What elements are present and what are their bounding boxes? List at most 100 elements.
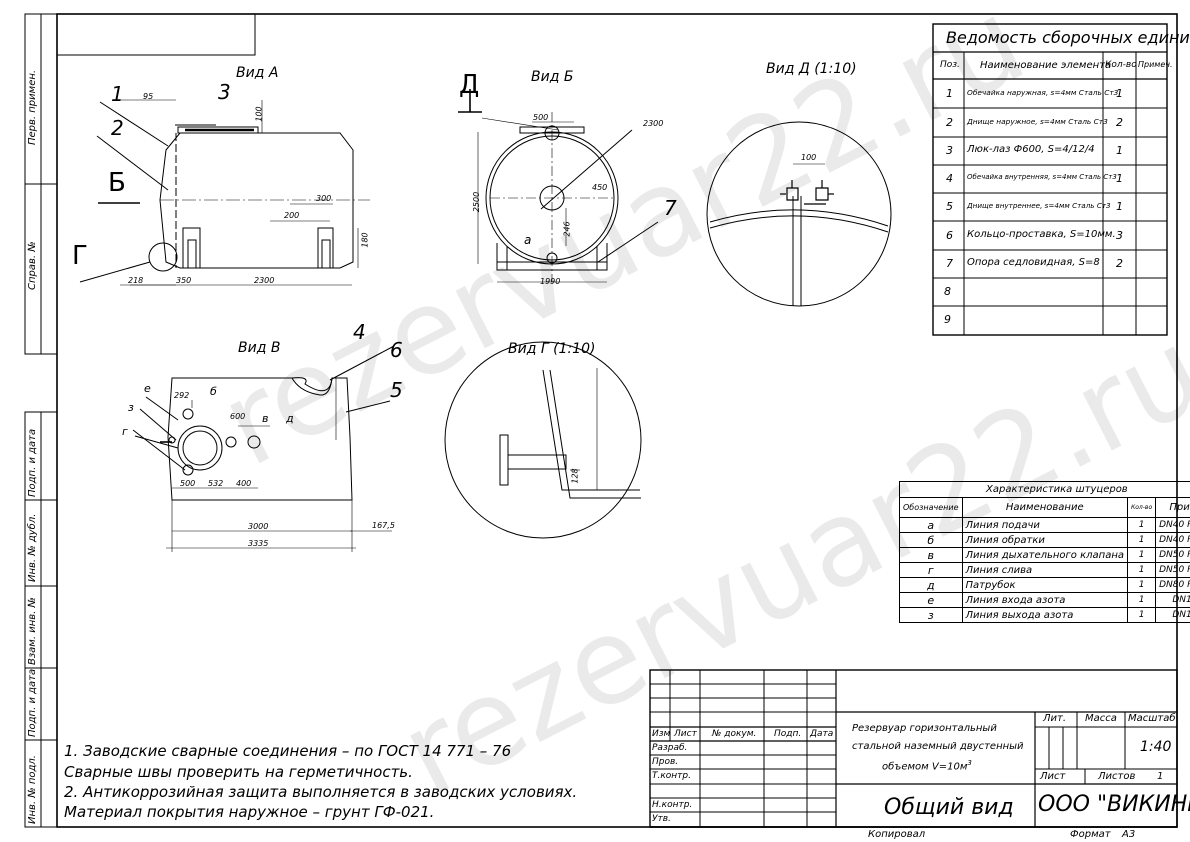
nozzle-header-code: Обозначение	[899, 497, 963, 518]
nozzle-name: Линия обратки	[961, 532, 1128, 548]
nozzle-code: в	[899, 547, 963, 563]
assembly-header-qty: Кол-во	[1105, 60, 1137, 70]
nozzle-g-label: г	[122, 425, 128, 438]
tb-description: стальной наземный двустенный	[852, 741, 1024, 752]
nozzle-qty: 1	[1126, 532, 1157, 548]
dim-500: 500	[180, 479, 196, 488]
callout-1: 1	[111, 82, 124, 106]
assembly-row-name: Обечайка внутренняя, s=4мм Сталь Ст3	[967, 173, 1117, 181]
nozzle-note: DN50 PN16	[1155, 547, 1190, 563]
dim-600: 600	[230, 412, 246, 421]
assembly-row-pos: 8	[944, 285, 951, 298]
dim-2500: 2500	[472, 191, 482, 213]
assembly-header-note: Примеч.	[1138, 60, 1173, 69]
dim-218: 218	[128, 276, 144, 285]
note-line: 1. Заводские сварные соединения – по ГОС…	[64, 742, 512, 760]
assembly-row-name: Обечайка наружная, s=4мм Сталь Ст3	[967, 88, 1119, 97]
nozzle-qty: 1	[1126, 607, 1157, 623]
nozzle-row: б Линия обратки 1 DN40 PN16	[899, 532, 1190, 548]
nozzle-name: Линия выхода азота	[961, 607, 1128, 623]
dim-500: 500	[533, 113, 549, 122]
assembly-row-pos: 3	[946, 144, 953, 157]
assembly-row-qty: 1	[1116, 172, 1123, 185]
tb-col-date: Дата	[810, 729, 834, 739]
nozzle-v-label: в	[262, 412, 269, 425]
nozzle-note: DN40 PN16	[1155, 532, 1190, 548]
nozzle-row: г Линия слива 1 DN50 PN16	[899, 562, 1190, 578]
dim-3335: 3335	[248, 539, 269, 548]
assembly-row-pos: 9	[944, 313, 951, 326]
note-line: Сварные швы проверить на герметичность.	[64, 763, 413, 781]
side-stamp-label: Подп. и дата	[27, 668, 38, 737]
nozzle-d-label: д	[286, 412, 294, 425]
nozzle-code: г	[899, 562, 963, 578]
dim-2300: 2300	[643, 119, 664, 128]
nozzle-header-name: Наименование	[961, 497, 1128, 518]
nozzle-code: д	[899, 577, 963, 593]
assembly-row-name: Днище внутреннее, s=4мм Сталь Ст3	[967, 201, 1111, 210]
tb-copied: Копировал	[868, 829, 926, 840]
nozzle-qty: 1	[1126, 592, 1157, 608]
callout-6: 6	[390, 338, 403, 362]
assembly-row-pos: 7	[946, 257, 953, 270]
tb-col-doc: № докум.	[712, 729, 757, 739]
dim-180: 180	[360, 232, 370, 248]
nozzle-note: DN40 PN16	[1155, 517, 1190, 533]
dim-3000: 3000	[248, 522, 269, 531]
tb-row-label: Т.контр.	[652, 771, 692, 781]
assembly-row-pos: 6	[946, 229, 953, 242]
drawing-name: Общий вид	[884, 795, 1014, 820]
nozzle-row: а Линия подачи 1 DN40 PN16	[899, 517, 1190, 533]
note-line: Материал покрытия наружное – грунт ГФ-02…	[64, 803, 435, 821]
tb-format-label: Формат	[1070, 829, 1111, 840]
tb-scale: 1:40	[1140, 739, 1172, 755]
dim-450: 450	[592, 183, 608, 192]
callout-5: 5	[390, 378, 403, 402]
tb-col-sign: Подп.	[774, 729, 802, 739]
tb-format-value: А3	[1122, 829, 1136, 840]
assembly-row-name: Кольцо-проставка, S=10мм.	[967, 229, 1116, 240]
tb-description-text: объемом V=10м	[882, 761, 968, 773]
nozzle-note: DN15	[1155, 607, 1190, 623]
dim-246: 246	[562, 221, 572, 237]
note-line: 2. Антикоррозийная защита выполняется в …	[64, 783, 578, 801]
assembly-row-name: Днище наружное, s=4мм Сталь Ст3	[967, 117, 1108, 126]
dim-532: 532	[208, 479, 224, 488]
dim-100: 100	[254, 106, 264, 122]
tb-description: Резервуар горизонтальный	[852, 723, 997, 734]
tb-col-izm: Изм	[652, 729, 671, 739]
tb-row-label: Разраб.	[652, 743, 688, 753]
dim-128: 128	[570, 468, 580, 484]
side-stamp-label: Взам. инв. №	[27, 597, 38, 665]
assembly-row-qty: 1	[1116, 200, 1123, 213]
nozzle-code: з	[899, 607, 963, 623]
dim-100: 100	[801, 153, 817, 162]
nozzle-code: б	[899, 532, 963, 548]
assembly-row-pos: 1	[946, 87, 953, 100]
tb-col-list: Лист	[674, 729, 697, 739]
assembly-row-name: Люк-лаз Ф600, S=4/12/4	[967, 144, 1095, 155]
nozzle-qty: 1	[1126, 547, 1157, 563]
callout-7: 7	[664, 196, 677, 220]
dim-350: 350	[176, 276, 192, 285]
callout-2: 2	[111, 116, 124, 140]
nozzle-qty: 1	[1126, 517, 1157, 533]
nozzle-row: е Линия входа азота 1 DN15	[899, 592, 1190, 608]
nozzle-code: а	[899, 517, 963, 533]
nozzle-a-label: а	[524, 233, 532, 247]
nozzle-table-title: Характеристика штуцеров	[899, 481, 1190, 498]
callout-3: 3	[218, 80, 231, 104]
side-stamp-label: Справ. №	[27, 241, 38, 290]
side-stamp-label: Инв. № подл.	[27, 755, 38, 824]
nozzle-b-label: б	[210, 385, 217, 398]
nozzle-row: в Линия дыхательного клапана 1 DN50 PN16	[899, 547, 1190, 563]
side-stamp-label: Перв. примен.	[27, 69, 38, 145]
nozzle-table: Характеристика штуцеров Обозначение Наим…	[899, 481, 1190, 623]
section-g-marker: Г	[72, 241, 88, 271]
callout-4: 4	[353, 320, 366, 344]
tb-row-label: Пров.	[652, 757, 679, 767]
nozzle-e-label: е	[144, 382, 151, 395]
nozzle-header-qty: Кол-во	[1126, 497, 1157, 518]
nozzle-z-label: з	[128, 401, 134, 414]
